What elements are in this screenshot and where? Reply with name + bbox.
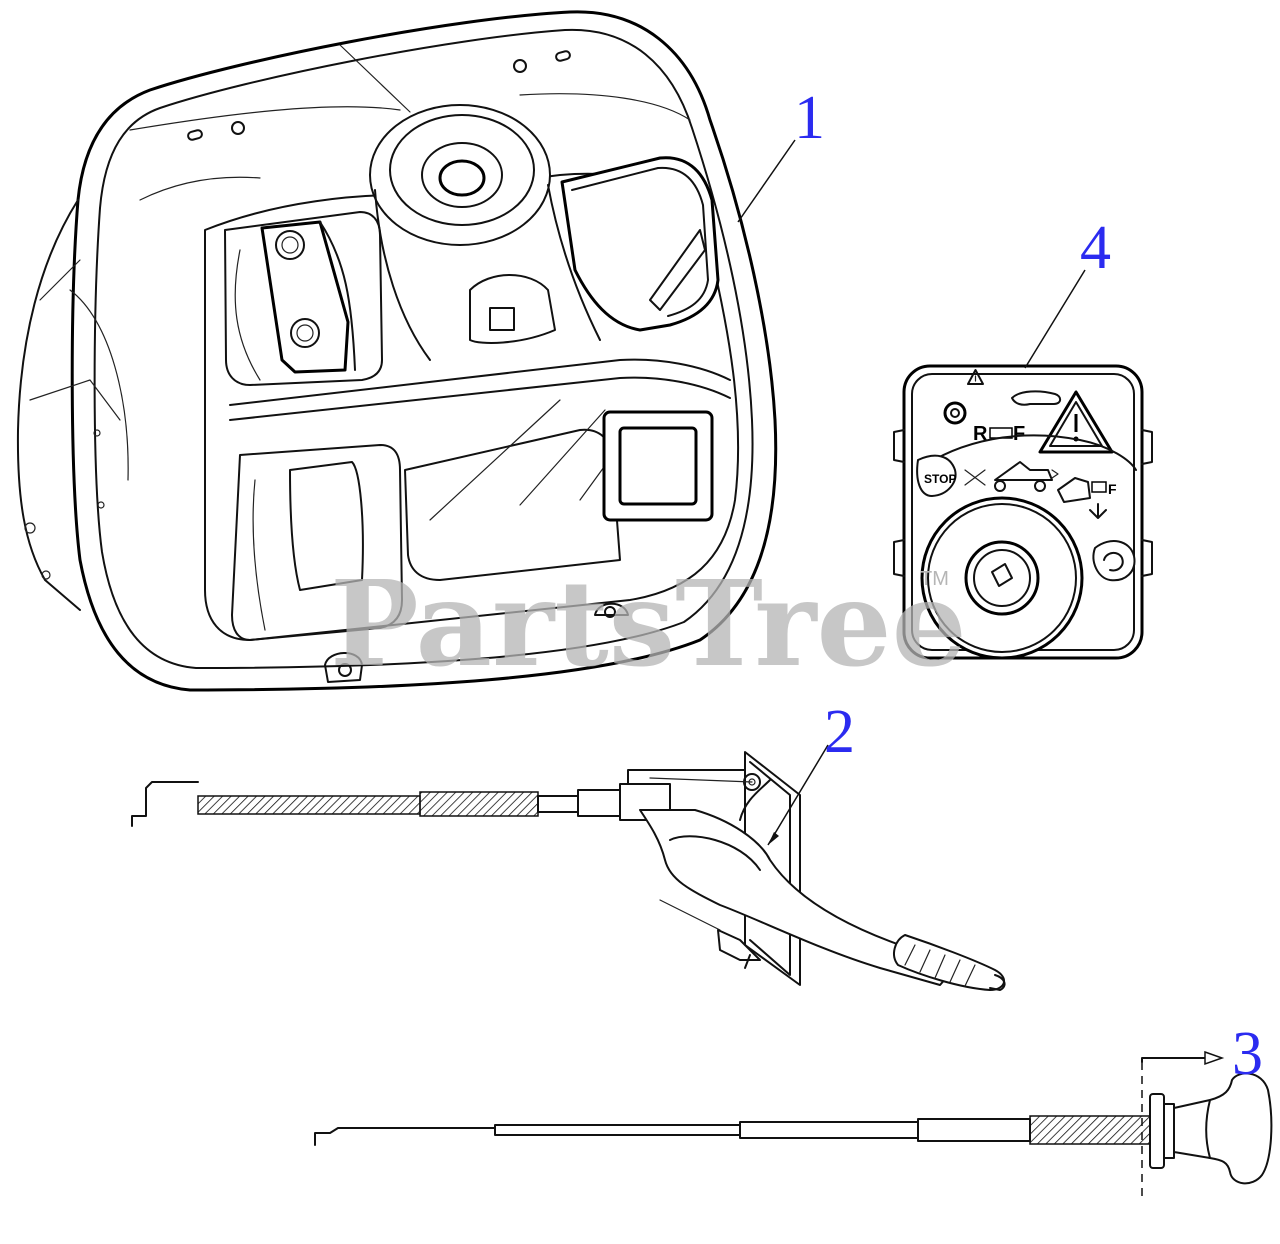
callout-2: 2 [767,698,855,846]
callout-4-label: 4 [1080,214,1111,282]
svg-text:F: F [1108,481,1117,497]
callout-3-label: 3 [1232,1020,1263,1088]
watermark-tm: TM [920,568,949,590]
svg-text:STOP: STOP [924,472,956,486]
callout-4: 4 [1024,214,1111,369]
warning-triangle-icon [967,369,984,385]
callout-2-label: 2 [824,698,855,766]
reverse-label: R [973,423,988,445]
callout-1-label: 1 [794,84,825,152]
ignition-decal-part[interactable]: R F STOP F [893,364,1153,660]
dash-console-part[interactable] [16,10,778,692]
callout-3: 3 [1232,1020,1263,1088]
watermark: PartsTree TM [330,554,967,693]
tractor-icon [964,461,1059,492]
watermark-text: PartsTree [330,554,967,693]
tractor-reverse-icon: F [1057,477,1117,519]
forward-label: F [1013,423,1025,445]
hand-icon [1011,390,1062,406]
stop-badge: STOP [916,454,957,497]
throttle-cable-part[interactable] [131,751,1006,991]
key-switch-icon [943,401,967,425]
callout-1: 1 [737,84,825,223]
rotate-icon [1092,540,1136,582]
choke-cable-part[interactable] [314,1050,1273,1196]
warning-large-icon [1038,390,1114,454]
